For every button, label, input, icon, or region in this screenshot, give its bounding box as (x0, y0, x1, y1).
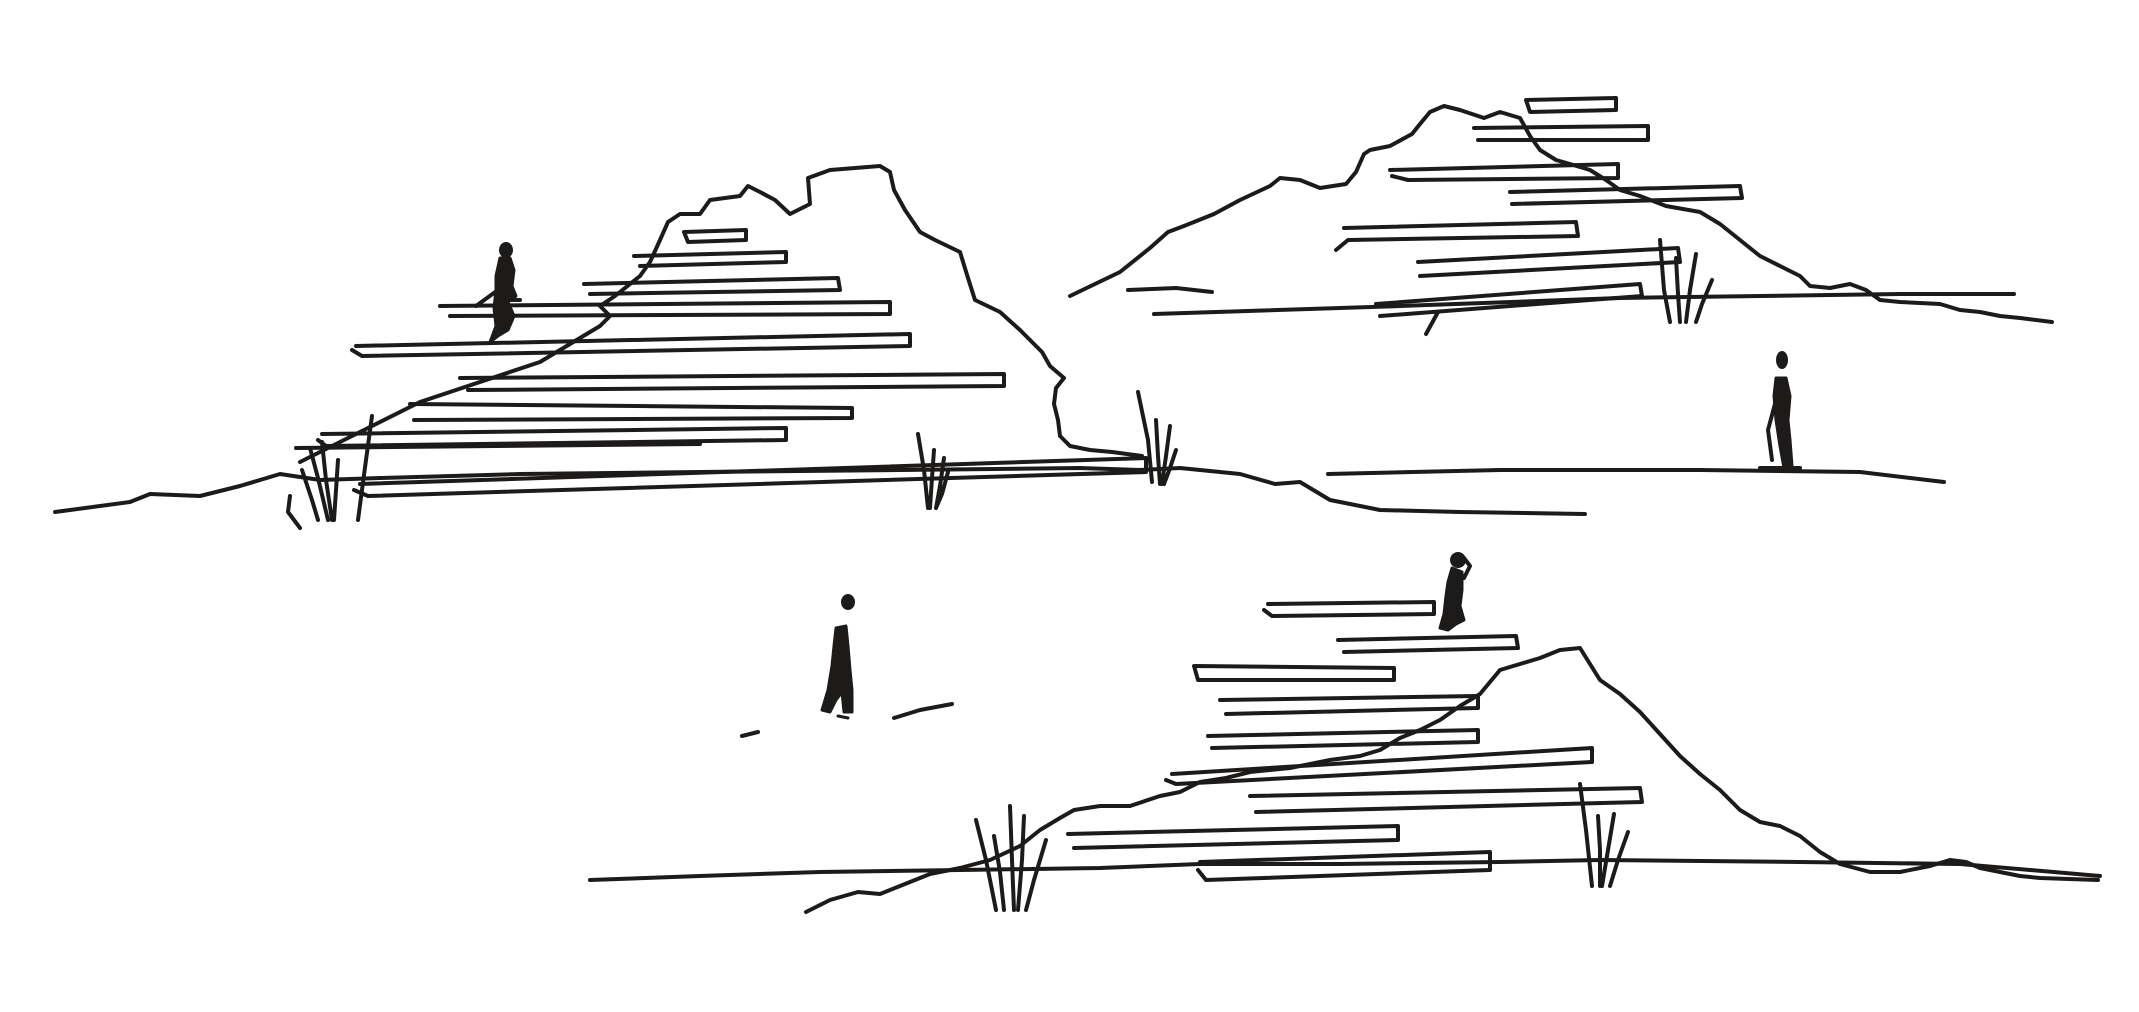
right-terraced-hill (1068, 96, 2054, 484)
left-terrace (632, 250, 788, 268)
right-terrace (1508, 184, 1744, 206)
left-figure (474, 242, 522, 344)
bottom-terraces (1066, 600, 1644, 882)
bottom-terraced-hill (588, 552, 2102, 914)
right-hill-silhouette (1068, 104, 2054, 324)
left-grass-tuft-3 (1136, 390, 1178, 486)
bottom-terrace (1192, 664, 1396, 682)
bottom-terrace (1164, 746, 1594, 786)
right-figure (1758, 351, 1802, 470)
left-ground-line (53, 466, 1587, 516)
bottom-ground-line (588, 858, 2102, 882)
right-terraces (1334, 96, 1744, 336)
right-terrace (1388, 162, 1620, 182)
left-terrace (294, 442, 702, 450)
bottom-terrace (1248, 786, 1644, 814)
left-terrace (408, 402, 854, 422)
bottom-hill-silhouette (804, 646, 2100, 914)
bottom-terrace (1206, 728, 1480, 750)
left-grass-tuft-2 (916, 432, 950, 510)
bottom-walking-figure (820, 594, 855, 720)
bottom-terrace (1262, 600, 1436, 618)
left-hill-silhouette (298, 164, 1144, 464)
left-terrace (682, 228, 748, 244)
bottom-grass-tuft-2 (1578, 782, 1630, 888)
bottom-ground-stroke-right (892, 702, 954, 720)
left-terrace (438, 300, 892, 318)
left-terrace (350, 332, 912, 358)
right-terrace (1416, 246, 1682, 278)
right-terrace (1472, 124, 1650, 142)
bottom-terrace (1066, 824, 1400, 850)
bottom-terrace (1218, 694, 1480, 716)
bottom-ground-stroke-left (740, 730, 760, 738)
bottom-figure-on-hill (1438, 552, 1472, 632)
bottom-grass-tuft-1 (974, 804, 1048, 912)
left-terrace (582, 276, 842, 296)
right-terrace (1374, 282, 1644, 336)
right-ground-line-lower (1326, 468, 1946, 484)
left-grass-tuft-1 (286, 414, 374, 530)
right-ground-stroke (1126, 286, 1214, 294)
bottom-terrace (1336, 634, 1520, 654)
left-terraced-hill (53, 164, 1587, 530)
right-grass-tuft (1658, 238, 1714, 324)
left-terrace (458, 372, 1006, 392)
bottom-terrace (1196, 850, 1492, 882)
right-terrace (1334, 220, 1580, 252)
right-terrace (1524, 96, 1618, 114)
